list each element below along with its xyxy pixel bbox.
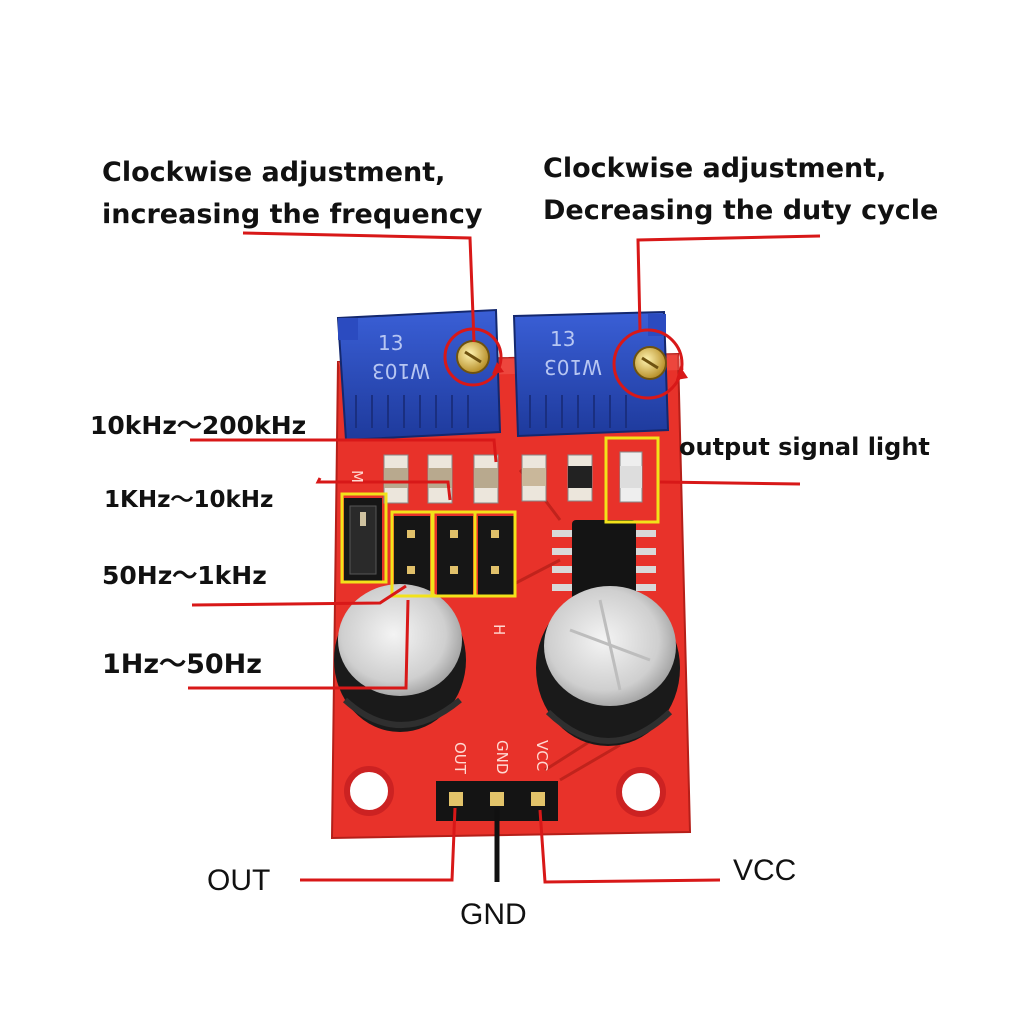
range-50-1k-label: 50Hz～1kHz: [102, 561, 267, 590]
timer-ic-chip: [552, 520, 656, 600]
silk-h: H: [490, 624, 508, 635]
duty-adjust-label: Clockwise adjustment, Decreasing the dut…: [543, 148, 938, 232]
silk-out: OUT: [451, 742, 469, 775]
range-1-50-label: 1Hz～50Hz: [102, 649, 262, 680]
jumper-headers: [344, 498, 514, 596]
silk-vcc: VCC: [533, 740, 551, 771]
duty-adjust-line-1: Clockwise adjustment,: [543, 153, 887, 184]
capacitor-right: [536, 586, 680, 746]
silk-gnd: GND: [493, 740, 511, 774]
duty-adjust-line-2: Decreasing the duty cycle: [543, 195, 939, 226]
pin-vcc-label: VCC: [733, 854, 797, 887]
pot-left-number: 13: [378, 331, 403, 355]
range-1k-10k-label: 1KHz～10kHz: [104, 487, 274, 513]
pot-right-number: 13: [550, 327, 575, 351]
output-signal-light-label: output signal light: [679, 433, 930, 461]
mounting-hole-left: [344, 766, 394, 816]
mounting-hole-right: [616, 767, 666, 817]
board-silkscreen: OUT GND VCC H M: [348, 470, 551, 775]
range-10k-200k-label: 10kHz～200kHz: [90, 411, 307, 440]
pin-out-label: OUT: [207, 864, 271, 897]
capacitor-left: [334, 584, 466, 732]
frequency-adjust-line-2: increasing the frequency: [102, 199, 483, 230]
pot-right-code: W103: [544, 355, 602, 379]
frequency-adjust-line-1: Clockwise adjustment,: [102, 157, 446, 188]
pin-gnd-label: GND: [460, 898, 527, 931]
rotation-indicator-duty: [612, 328, 688, 400]
frequency-adjust-label: Clockwise adjustment, increasing the fre…: [102, 152, 483, 236]
smd-components: [383, 451, 643, 504]
pot-left-code: W103: [372, 359, 430, 383]
pot-markings: 13 W103 13 W103: [372, 327, 602, 383]
silk-m: M: [348, 470, 366, 483]
potentiometer-frequency: [336, 308, 502, 442]
highlight-boxes: [340, 436, 660, 598]
leader-lines: [188, 231, 821, 884]
potentiometer-duty: [512, 310, 670, 438]
